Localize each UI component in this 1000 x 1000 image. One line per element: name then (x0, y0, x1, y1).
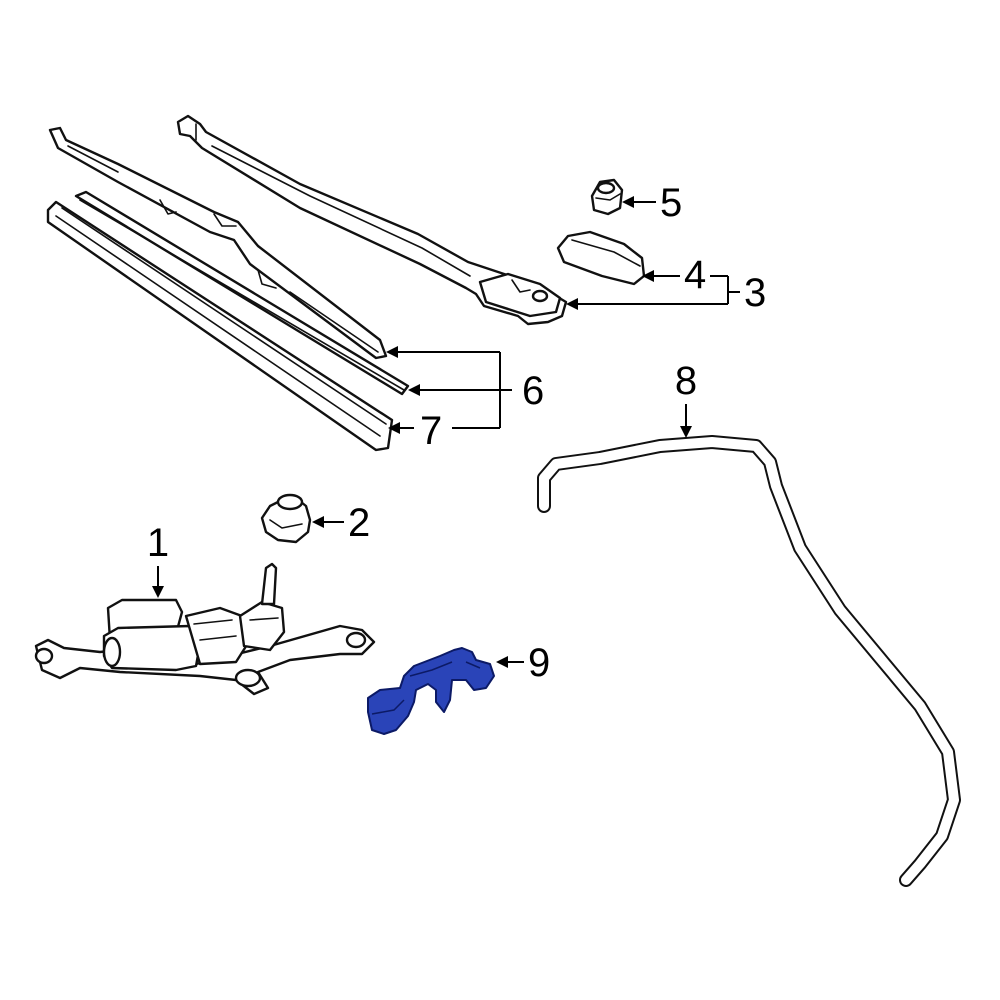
callout-5: 5 (660, 181, 682, 225)
wiper-arm-cap[interactable] (556, 230, 646, 286)
callout-4: 4 (684, 253, 706, 297)
wiper-blade-refill[interactable] (74, 190, 410, 396)
callout-8: 8 (675, 359, 697, 403)
callout-9: 9 (528, 641, 550, 685)
callout-7: 7 (420, 409, 442, 453)
wiper-arm-nut[interactable] (590, 178, 624, 216)
callout-3: 3 (744, 271, 766, 315)
wiper-blade[interactable] (46, 200, 394, 452)
wiper-arm[interactable] (176, 114, 568, 326)
wiper-motor[interactable] (34, 562, 376, 696)
washer-hose[interactable] (537, 435, 961, 887)
wiper-motor-bracket[interactable] (367, 647, 495, 735)
callout-2: 2 (348, 501, 370, 545)
wiper-grommet[interactable] (260, 493, 312, 544)
callout-1: 1 (147, 521, 169, 565)
callout-6: 6 (522, 369, 544, 413)
wiper-blade-arm-section[interactable] (48, 126, 388, 360)
leader-lines (152, 196, 740, 668)
